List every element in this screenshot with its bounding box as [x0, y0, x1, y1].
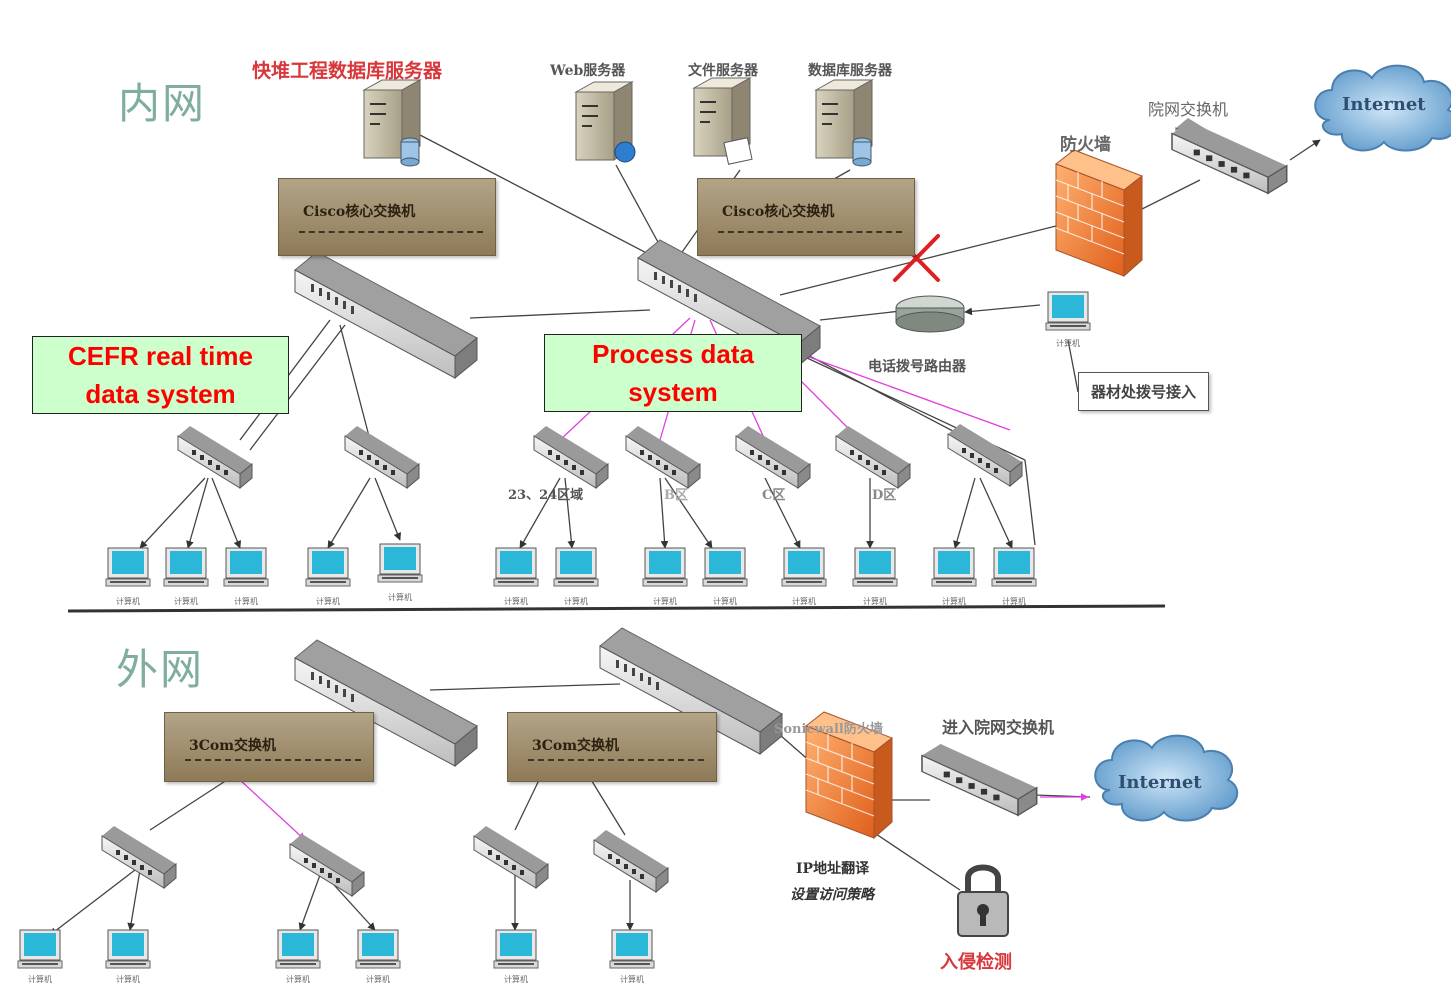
pc-label: 计算机: [234, 597, 258, 606]
cisco-core-switch-1-label: Cisco核心交换机: [303, 204, 416, 220]
globe-icon: [614, 141, 636, 163]
inner-network-title: 内网: [118, 79, 207, 128]
pc-label: 计算机: [116, 975, 140, 984]
workgroup-switch-7-icon: [947, 423, 1023, 487]
computer-icon: [377, 543, 423, 583]
outer-workgroup-switch-3-icon: [473, 825, 549, 889]
computer-icon: [931, 547, 977, 587]
pc-label: 计算机: [504, 597, 528, 606]
pc-label: 计算机: [174, 597, 198, 606]
computer-icon: [305, 547, 351, 587]
computer-icon: [355, 929, 401, 969]
workgroup-switch-2-icon: [344, 425, 420, 489]
access-policy-label: 设置访问策略: [790, 887, 874, 903]
pc-label: 计算机: [388, 593, 412, 602]
computer-icon: [493, 547, 539, 587]
campus-switch-label: 院网交换机: [1148, 100, 1229, 119]
inner-pcs: [105, 543, 1037, 587]
outer-workgroup-switch-2-icon: [289, 833, 365, 897]
computer-icon: [275, 929, 321, 969]
firewall-label: 防火墙: [1060, 135, 1111, 155]
fast-reactor-db-server-label: 快堆工程数据库服务器: [252, 60, 443, 82]
computer-icon: [642, 547, 688, 587]
pc-label: 计算机: [366, 975, 390, 984]
group-b-label: B区: [664, 488, 688, 503]
cefr-callout-line1: CEFR real time: [68, 341, 253, 371]
computer-icon: [781, 547, 827, 587]
pc-label: 计算机: [564, 597, 588, 606]
group-2324-label: 23、24区域: [508, 488, 584, 503]
campus-switch-wide-icon: [1171, 121, 1288, 195]
lock-icon: [957, 864, 1009, 937]
computer-icon: [163, 547, 209, 587]
campus-access-switch-icon: [921, 743, 1038, 817]
pc-label: 计算机: [620, 975, 644, 984]
computer-icon: [702, 547, 748, 587]
dialup-pc-label: 计算机: [1056, 339, 1080, 348]
computer-icon: [991, 547, 1037, 587]
outer-workgroup-switch-4-icon: [593, 829, 669, 893]
cisco-core-switch-2-label: Cisco核心交换机: [722, 204, 835, 220]
zone-divider: [67, 604, 1166, 613]
file-server-label: 文件服务器: [688, 63, 758, 79]
db-badge-icon-2: [852, 137, 872, 167]
outer-network-title: 外网: [116, 645, 205, 694]
computer-icon: [852, 547, 898, 587]
process-callout-line1: Process data: [592, 339, 754, 369]
pc-label: 计算机: [792, 597, 816, 606]
campus-access-label: 进入院网交换机: [942, 718, 1055, 737]
firewall-icon: [1055, 149, 1143, 277]
computer-icon: [553, 547, 599, 587]
internet-top-label: Internet: [1342, 94, 1426, 115]
sonicwall-label: Sonicwall防火墙: [774, 722, 883, 737]
nat-label: IP地址翻译: [796, 861, 870, 877]
dialup-access-box: 器材处拨号接入: [1078, 372, 1210, 411]
threecom-switch-2-label: 3Com交换机: [532, 738, 620, 754]
process-callout-line2: system: [628, 377, 718, 407]
document-icon: [723, 137, 753, 165]
pc-label: 计算机: [942, 597, 966, 606]
db-badge-icon: [400, 137, 420, 167]
pc-label: 计算机: [1002, 597, 1026, 606]
pc-label: 计算机: [28, 975, 52, 984]
cisco-core-switch-1-icon: [294, 251, 478, 379]
cefr-callout: CEFR real time data system: [32, 336, 289, 414]
computer-icon: [17, 929, 63, 969]
group-d-label: D区: [872, 488, 897, 503]
outer-pcs: [17, 929, 655, 969]
pc-label: 计算机: [116, 597, 140, 606]
threecom-switch-2-box: 3Com交换机: [507, 712, 717, 782]
workgroup-switch-6-icon: [835, 425, 911, 489]
threecom-switch-1-label: 3Com交换机: [189, 738, 277, 754]
ids-label: 入侵检测: [940, 952, 1012, 973]
workgroup-switch-1-icon: [177, 425, 253, 489]
router-icon: [895, 295, 965, 333]
cefr-callout-line2: data system: [85, 379, 236, 409]
cisco-core-switch-2-box: Cisco核心交换机: [697, 178, 915, 256]
internet-bottom-label: Internet: [1118, 772, 1202, 793]
computer-icon: [493, 929, 539, 969]
pc-label: 计算机: [504, 975, 528, 984]
computer-icon: [105, 547, 151, 587]
workgroup-switch-3-icon: [533, 425, 609, 489]
threecom-switch-1-box: 3Com交换机: [164, 712, 374, 782]
db-server-label: 数据库服务器: [808, 63, 892, 79]
pc-label: 计算机: [286, 975, 310, 984]
workgroup-switch-5-icon: [735, 425, 811, 489]
process-callout: Process data system: [544, 334, 802, 412]
cisco-core-switch-1-box: Cisco核心交换机: [278, 178, 496, 256]
computer-icon: [609, 929, 655, 969]
pc-label: 计算机: [863, 597, 887, 606]
workgroup-switch-4-icon: [625, 425, 701, 489]
pc-label: 计算机: [653, 597, 677, 606]
pc-label: 计算机: [316, 597, 340, 606]
computer-icon: [223, 547, 269, 587]
pc-label: 计算机: [713, 597, 737, 606]
dialup-router-label: 电话拨号路由器: [868, 359, 966, 375]
dialup-pc-icon: [1045, 291, 1091, 331]
group-c-label: C区: [762, 488, 786, 503]
web-server-label: Web服务器: [550, 63, 626, 79]
computer-icon: [105, 929, 151, 969]
